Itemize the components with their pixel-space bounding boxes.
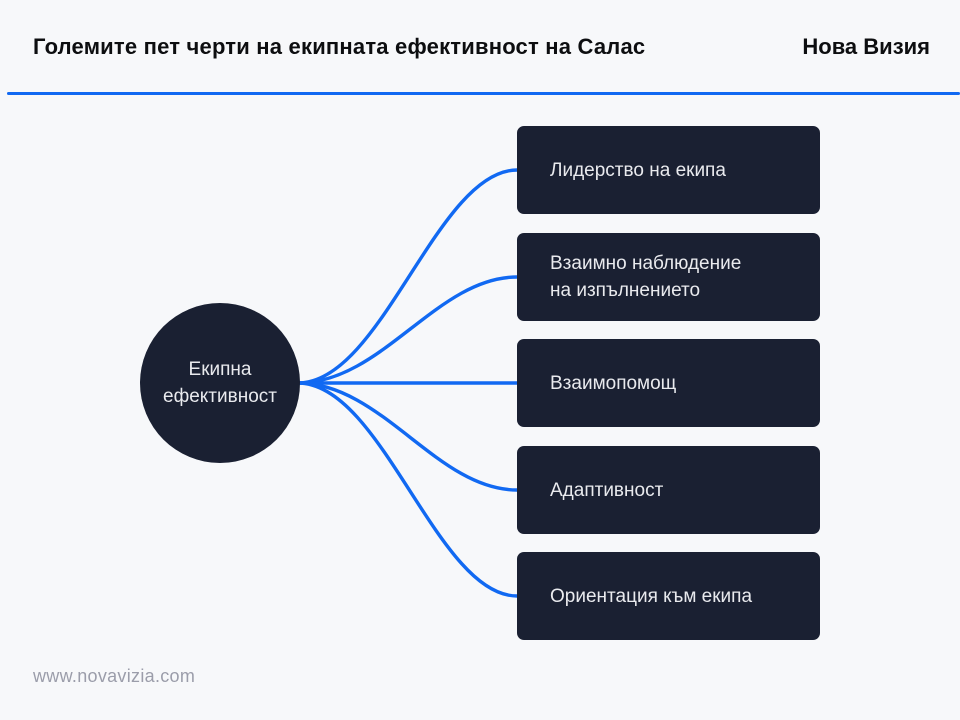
center-node-label: Екипна ефективност <box>163 359 277 407</box>
header-divider <box>7 92 960 95</box>
connector-line <box>296 381 519 492</box>
center-node-team-effectiveness: Екипна ефективност <box>140 303 300 463</box>
branch-node-label: Ориентация към екипа <box>550 585 753 607</box>
branch-node-label: Взаимопомощ <box>550 372 677 394</box>
branch-node-label: Адаптивност <box>550 479 664 501</box>
connector-line <box>296 168 519 385</box>
branch-node-team-orientation: Ориентация към екипа <box>517 552 820 640</box>
branch-node-label: Взаимно наблюдение на изпълнението <box>550 253 742 301</box>
connector-line <box>296 275 519 385</box>
branch-node-label: Лидерство на екипа <box>550 159 726 181</box>
branch-node-backup-behavior: Взаимопомощ <box>517 339 820 427</box>
brand-logo-text: Нова Визия <box>802 34 930 59</box>
branch-node-mutual-performance-monitoring: Взаимно наблюдение на изпълнението <box>517 233 820 321</box>
page-title: Големите пет черти на екипната ефективно… <box>33 34 646 59</box>
footer-website-url: www.novavizia.com <box>33 666 196 686</box>
branch-node-team-leadership: Лидерство на екипа <box>517 126 820 214</box>
branch-node-adaptability: Адаптивност <box>517 446 820 534</box>
connector-line <box>296 381 519 598</box>
